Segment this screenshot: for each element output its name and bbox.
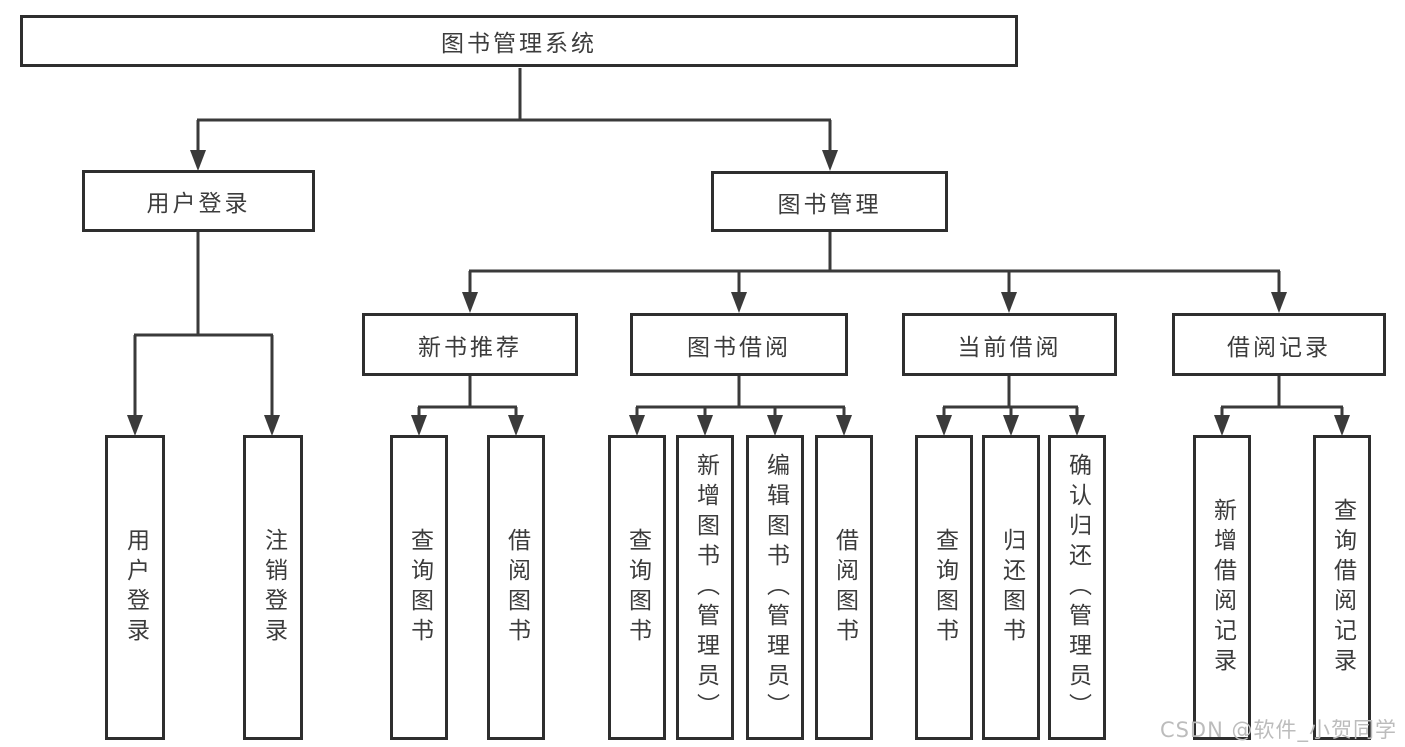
leaf-label: 新增图书（管理员） <box>692 452 719 723</box>
leaf-add-borrow-record: 新增借阅记录 <box>1193 435 1251 740</box>
node-label: 新书推荐 <box>418 334 522 361</box>
leaf-label: 查询借阅记录 <box>1329 497 1356 678</box>
leaf-borrow-books: 借阅图书 <box>815 435 873 740</box>
leaf-label: 借阅图书 <box>503 527 530 648</box>
leaf-user-login: 用户登录 <box>105 435 165 740</box>
leaf-confirm-return-admin: 确认归还（管理员） <box>1048 435 1106 740</box>
leaf-query-books-recommend: 查询图书 <box>390 435 448 740</box>
node-label: 当前借阅 <box>957 334 1062 361</box>
leaf-edit-books-admin: 编辑图书（管理员） <box>746 435 804 740</box>
connector-arrowhead <box>1069 415 1085 436</box>
connector-user-login <box>133 232 274 418</box>
connector-root <box>196 68 832 153</box>
connector-arrowhead <box>697 415 713 436</box>
leaf-borrow-books-recommend: 借阅图书 <box>487 435 545 740</box>
connector-book-management <box>468 232 1281 295</box>
leaf-label: 查询图书 <box>624 527 651 648</box>
node-root-label: 图书管理系统 <box>441 31 597 57</box>
connector-arrowhead <box>1003 415 1019 436</box>
connector-current-borrow <box>942 376 1079 418</box>
connector-arrowhead <box>264 415 280 436</box>
connector-arrowhead <box>190 150 206 171</box>
connector-borrow-records <box>1220 376 1344 418</box>
node-current-borrow: 当前借阅 <box>902 313 1117 376</box>
node-book-management: 图书管理 <box>711 171 948 232</box>
leaf-label: 借阅图书 <box>831 527 858 648</box>
leaf-label: 归还图书 <box>998 527 1025 648</box>
node-root-system: 图书管理系统 <box>20 15 1018 67</box>
leaf-label: 确认归还（管理员） <box>1064 452 1091 723</box>
node-book-borrow: 图书借阅 <box>630 313 848 376</box>
leaf-label: 新增借阅记录 <box>1209 497 1236 678</box>
connector-arrowhead <box>731 292 747 313</box>
connector-book-borrow <box>635 376 846 418</box>
connector-arrowhead <box>767 415 783 436</box>
node-label: 图书借阅 <box>687 334 791 361</box>
leaf-query-books-current: 查询图书 <box>915 435 973 740</box>
connector-arrowhead <box>936 415 952 436</box>
connector-arrowhead <box>1001 292 1017 313</box>
node-new-book-recommend: 新书推荐 <box>362 313 578 376</box>
connector-arrowhead <box>629 415 645 436</box>
node-label: 图书管理 <box>777 191 882 218</box>
leaf-add-books-admin: 新增图书（管理员） <box>676 435 734 740</box>
node-label: 借阅记录 <box>1227 334 1331 361</box>
leaf-label: 查询图书 <box>931 527 958 648</box>
node-label: 用户登录 <box>146 191 251 217</box>
connector-arrowhead <box>411 415 427 436</box>
leaf-label: 编辑图书（管理员） <box>762 452 789 723</box>
leaf-query-books-borrow: 查询图书 <box>608 435 666 740</box>
leaf-return-books: 归还图书 <box>982 435 1040 740</box>
node-user-login: 用户登录 <box>82 170 315 232</box>
connector-arrowhead <box>836 415 852 436</box>
connector-arrowhead <box>127 415 143 436</box>
leaf-label: 查询图书 <box>406 527 433 648</box>
leaf-label: 用户登录 <box>122 527 149 648</box>
connector-arrowhead <box>1334 415 1350 436</box>
leaf-logout: 注销登录 <box>243 435 303 740</box>
leaf-query-borrow-record: 查询借阅记录 <box>1313 435 1371 740</box>
connector-arrowhead <box>508 415 524 436</box>
connector-arrowhead <box>1271 292 1287 313</box>
node-borrow-records: 借阅记录 <box>1172 313 1386 376</box>
connector-arrowhead <box>822 150 838 171</box>
leaf-label: 注销登录 <box>260 527 287 648</box>
connector-arrowhead <box>462 292 478 313</box>
connector-new-book-recommend <box>417 376 518 418</box>
connector-arrowhead <box>1214 415 1230 436</box>
